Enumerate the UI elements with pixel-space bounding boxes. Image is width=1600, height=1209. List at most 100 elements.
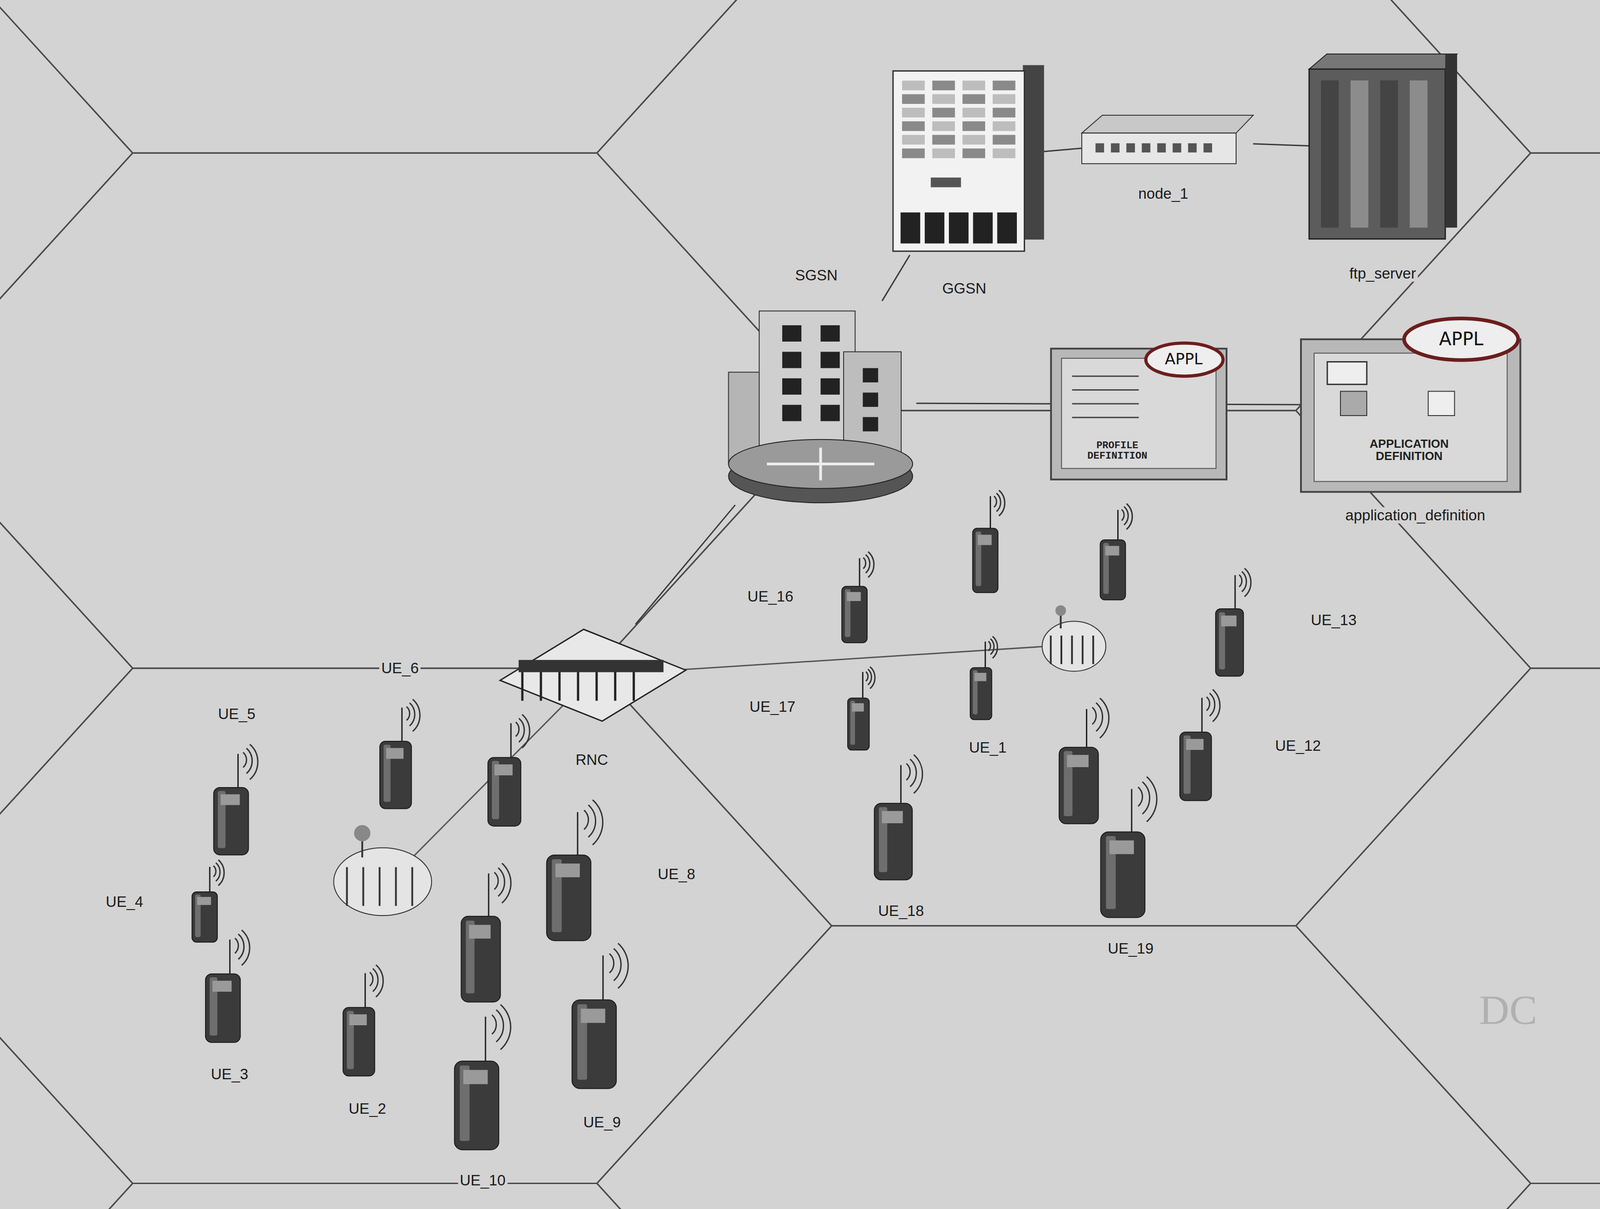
- rack-card: [992, 107, 1016, 118]
- server-side: [1445, 53, 1458, 228]
- phone-antenna: [510, 723, 512, 758]
- phone-screen: [852, 703, 864, 712]
- handset-icon: [487, 714, 530, 827]
- radio-wave: [1099, 698, 1110, 739]
- handset-icon: [972, 490, 1005, 594]
- rack-card: [902, 94, 925, 104]
- phone-antenna: [862, 672, 864, 698]
- user-equipment: UE_17: [844, 665, 880, 752]
- user-equipment: UE_9: [566, 943, 638, 1092]
- user-equipment: UE_2: [338, 964, 390, 1079]
- radio-wave: [992, 636, 998, 658]
- phone-body: [205, 974, 241, 1043]
- phone-body: [847, 698, 869, 751]
- network-node: application_definition: [1300, 318, 1521, 492]
- building-window: [820, 405, 840, 422]
- user-equipment: UE_6: [375, 698, 427, 811]
- rack-side: [1022, 64, 1045, 240]
- node-label: GGSN: [940, 280, 988, 297]
- phone-body: [572, 1000, 617, 1090]
- radio-wave: [906, 763, 910, 781]
- link-line: [635, 505, 736, 625]
- router-disc: [728, 439, 913, 489]
- server-stripe: [1409, 80, 1428, 228]
- node-b-symbol: [333, 825, 432, 917]
- server-stripe: [1320, 80, 1339, 228]
- icon-text: APPLICATION DEFINITION: [1345, 437, 1473, 463]
- rack-front: [893, 70, 1025, 251]
- phone-screen: [220, 794, 240, 805]
- phone-screen: [494, 764, 513, 776]
- phone-body: [1179, 732, 1212, 801]
- node-icon: [724, 300, 917, 506]
- user-equipment: UE_5: [209, 745, 266, 858]
- phone-screen: [847, 592, 862, 602]
- radio-wave: [500, 1004, 511, 1050]
- radio-wave: [515, 722, 520, 737]
- phone-body: [461, 916, 501, 1003]
- profile-row: [1072, 375, 1139, 378]
- phone-screen: [196, 897, 212, 906]
- node-b-bay: [362, 867, 365, 906]
- phone-body: [1059, 747, 1099, 825]
- phone-body: [379, 741, 412, 809]
- rack-card: [992, 80, 1016, 91]
- radio-wave: [498, 868, 505, 897]
- user-equipment: UE_3: [201, 930, 258, 1046]
- node-icon: [838, 550, 880, 645]
- rack-card: [902, 148, 925, 158]
- icon-panel: [1314, 353, 1507, 482]
- rack-card: [932, 94, 955, 104]
- server-top: [1309, 53, 1458, 69]
- phone-antenna: [401, 707, 403, 742]
- phone-antenna: [1234, 575, 1237, 609]
- phone-antenna: [1201, 697, 1203, 733]
- radio-wave: [1206, 696, 1210, 711]
- radio-wave: [1146, 776, 1157, 822]
- phone-screen: [974, 672, 987, 682]
- phone-body: [487, 757, 521, 827]
- phone-antenna: [229, 939, 231, 975]
- node-label: UE_13: [1309, 612, 1359, 629]
- phone-screen: [1109, 840, 1134, 854]
- radio-wave: [613, 948, 622, 982]
- user-equipment: UE_12: [1175, 688, 1227, 804]
- mail-symbol: [1327, 361, 1367, 385]
- router-port: [1095, 143, 1105, 153]
- phone-screen: [385, 748, 403, 760]
- router-port: [1187, 143, 1197, 153]
- node-b-bay: [411, 867, 413, 906]
- icon-text: PROFILE DEFINITION: [1083, 440, 1152, 462]
- radio-wave: [519, 718, 525, 743]
- radio-wave: [1092, 707, 1096, 725]
- node-b-dish: [353, 825, 371, 842]
- phone-antenna: [576, 812, 579, 855]
- node-label: SGSN: [793, 267, 840, 284]
- db-symbol: [1340, 391, 1367, 416]
- node-b-bay: [1050, 635, 1052, 665]
- node-icon: [1300, 318, 1521, 492]
- profile-row: [1072, 402, 1139, 405]
- phone-antenna: [602, 955, 604, 1001]
- user-equipment: UE_16: [838, 550, 880, 645]
- router-front: [1081, 132, 1237, 164]
- radio-wave: [1239, 574, 1242, 588]
- phone-screen: [212, 981, 232, 992]
- router-port: [1203, 143, 1213, 153]
- node-icon: [448, 1005, 521, 1154]
- radio-wave: [213, 865, 216, 877]
- router-port: [1110, 143, 1120, 153]
- radio-wave: [1212, 689, 1220, 722]
- node-b-symbol: [1042, 605, 1106, 672]
- phone-antenna: [209, 866, 211, 892]
- rack-bay: [948, 212, 969, 244]
- phone-antenna: [984, 641, 987, 668]
- handset-icon: [461, 863, 511, 1003]
- radio-wave: [238, 934, 245, 960]
- network-node: RNC: [500, 624, 686, 727]
- node-b-bay: [1070, 635, 1073, 665]
- handset-icon: [1100, 503, 1133, 600]
- node-icon: [1212, 566, 1257, 679]
- rack-card: [962, 107, 986, 118]
- hex-cell: [0, 668, 832, 1184]
